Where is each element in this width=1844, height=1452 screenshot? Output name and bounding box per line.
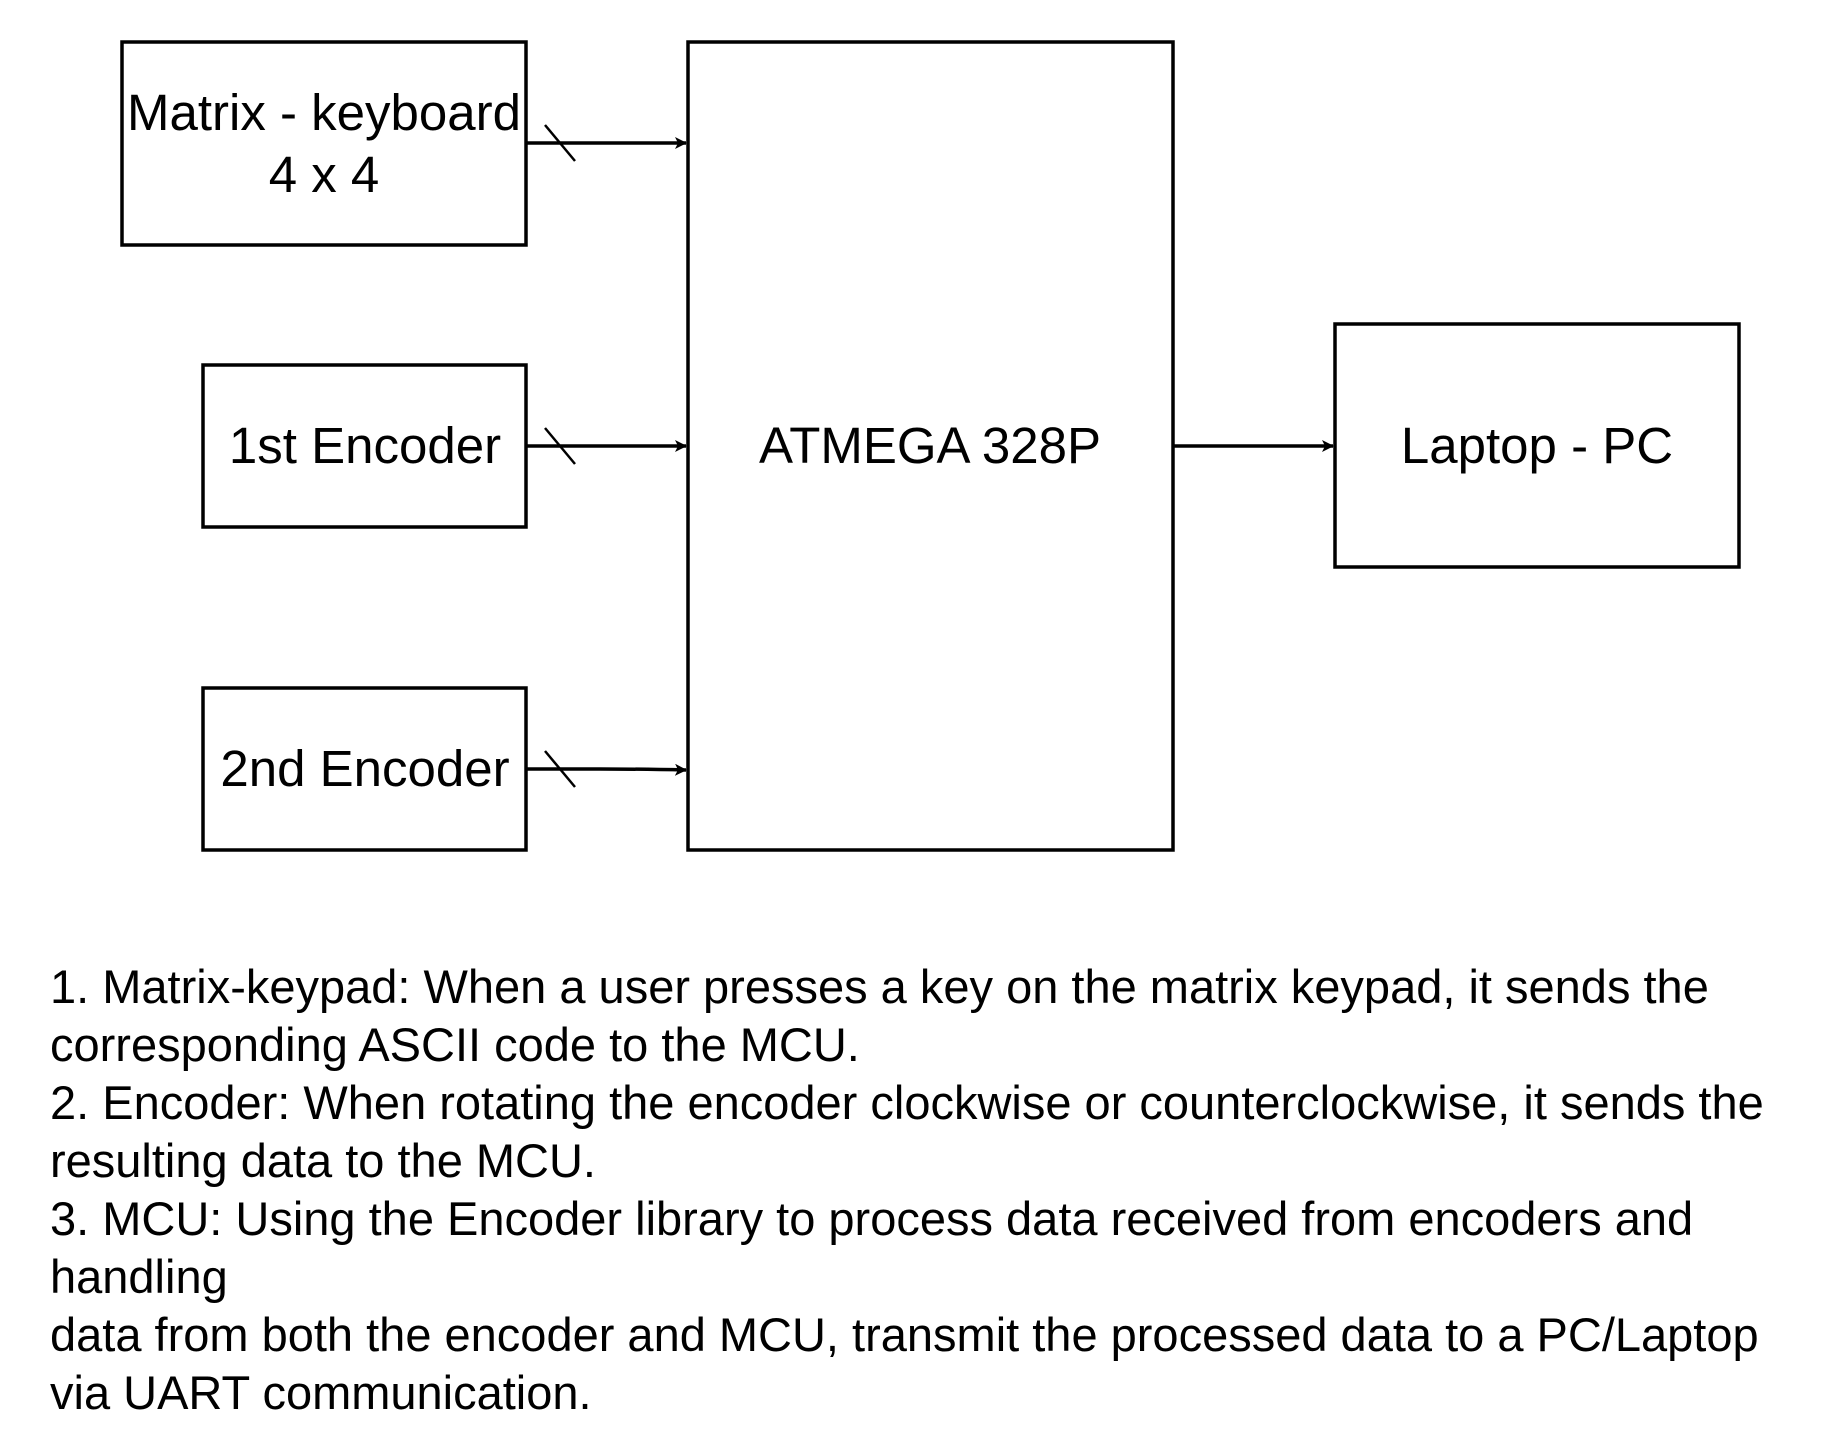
mcu-box (686, 40, 1175, 852)
encoder2-box (201, 686, 528, 852)
note-line-5: 3. MCU: Using the Encoder library to pro… (50, 1192, 1694, 1245)
note-line-4: resulting data to the MCU. (50, 1134, 596, 1187)
keyboard-to-mcu-arrow (526, 124, 687, 162)
bus-slash (544, 124, 576, 162)
mcu-label: ATMEGA 328P (759, 417, 1101, 474)
note-line-3: 2. Encoder: When rotating the encoder cl… (50, 1076, 1764, 1129)
pc-box (1333, 322, 1741, 569)
encoder1-label: 1st Encoder (229, 417, 501, 474)
encoder1-box (201, 363, 528, 529)
keyboard-label-line1: Matrix - keyboard (127, 84, 521, 141)
mcu-block: ATMEGA 328P (686, 40, 1175, 852)
encoder2-to-mcu-arrow (526, 750, 687, 788)
keyboard-label-line2: 4 x 4 (269, 146, 380, 203)
bus-slash (544, 427, 576, 465)
block-diagram: Matrix - keyboard 4 x 4 1st Encoder 2nd … (120, 40, 1741, 852)
encoder1-block: 1st Encoder (201, 363, 528, 529)
note-line-1: 1. Matrix-keypad: When a user presses a … (50, 960, 1709, 1013)
keyboard-box (120, 40, 528, 247)
note-line-8: via UART communication. (50, 1366, 592, 1419)
encoder2-block: 2nd Encoder (201, 686, 528, 852)
keyboard-block: Matrix - keyboard 4 x 4 (120, 40, 528, 247)
pc-block: Laptop - PC (1333, 322, 1741, 569)
description-notes: 1. Matrix-keypad: When a user presses a … (50, 958, 1840, 1422)
note-line-2: corresponding ASCII code to the MCU. (50, 1018, 860, 1071)
encoder1-to-mcu-arrow (526, 427, 687, 465)
pc-label: Laptop - PC (1401, 417, 1673, 474)
note-line-7: data from both the encoder and MCU, tran… (50, 1308, 1759, 1361)
bus-slash (544, 750, 576, 788)
note-line-6: handling (50, 1250, 228, 1303)
encoder2-label: 2nd Encoder (220, 740, 509, 797)
